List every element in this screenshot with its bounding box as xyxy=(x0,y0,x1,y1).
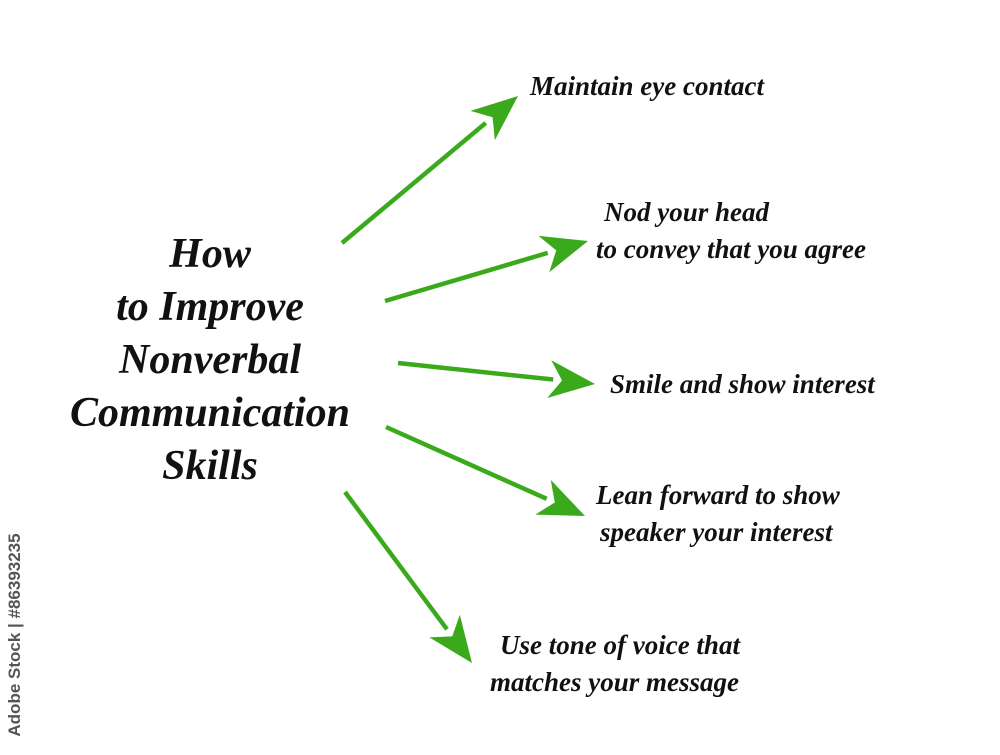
tip-line: Nod your head xyxy=(604,197,770,227)
tip-line: to convey that you agree xyxy=(596,234,866,264)
tip-line: Lean forward to show xyxy=(596,480,840,510)
tip-nod-head: Nod your head to convey that you agree xyxy=(596,194,866,268)
arrow-head xyxy=(470,96,518,141)
arrow-shaft xyxy=(340,121,488,245)
title-line: Nonverbal xyxy=(119,337,301,383)
arrow-smile xyxy=(397,360,595,399)
tip-line: matches your message xyxy=(490,667,739,697)
tip-tone-of-voice: Use tone of voice that matches your mess… xyxy=(490,627,740,701)
title-line: Skills xyxy=(162,443,258,489)
stock-watermark: Adobe Stock | #86393235 xyxy=(2,520,28,750)
arrow-nod-head xyxy=(384,235,588,304)
arrow-head xyxy=(429,614,472,663)
arrow-shaft xyxy=(343,490,449,631)
arrow-shaft xyxy=(385,424,548,501)
arrow-head xyxy=(538,235,588,273)
tip-eye-contact: Maintain eye contact xyxy=(530,68,764,105)
arrow-lean-forward xyxy=(385,424,585,516)
title-line: to Improve xyxy=(116,284,304,330)
title-line: How xyxy=(169,231,251,277)
arrow-eye-contact xyxy=(340,96,518,245)
watermark-text: Adobe Stock | #86393235 xyxy=(5,533,24,737)
tip-lean-forward: Lean forward to show speaker your intere… xyxy=(596,477,840,551)
arrow-shaft xyxy=(397,360,554,382)
arrow-head xyxy=(547,360,595,399)
tip-line: Maintain eye contact xyxy=(530,71,764,101)
tip-line: Smile and show interest xyxy=(610,369,875,399)
arrow-shaft xyxy=(384,250,549,304)
arrow-tone-of-voice xyxy=(343,490,472,663)
tip-smile: Smile and show interest xyxy=(610,366,875,403)
arrow-head xyxy=(535,479,585,516)
tip-line: speaker your interest xyxy=(600,517,833,547)
tip-line: Use tone of voice that xyxy=(500,630,740,660)
diagram-title: How to Improve Nonverbal Communication S… xyxy=(30,228,390,493)
title-line: Communication xyxy=(69,390,351,436)
